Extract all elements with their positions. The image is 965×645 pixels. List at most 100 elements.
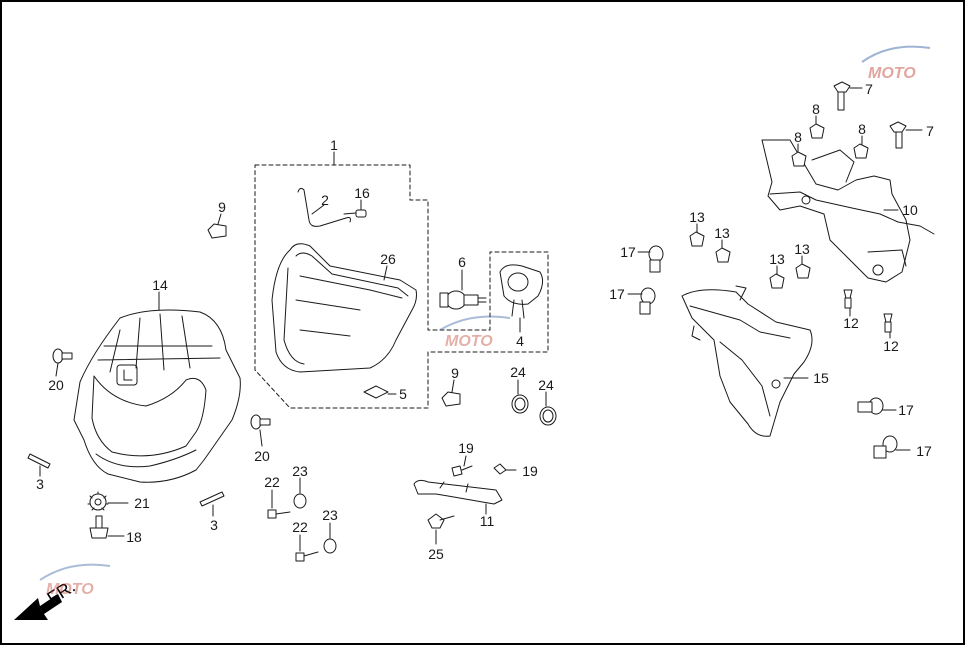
callout-23b: 23	[322, 507, 338, 523]
callout-3a: 3	[36, 476, 44, 492]
part-22-screw-a	[267, 509, 291, 519]
part-11-bracket	[413, 479, 503, 505]
part-7-bolt-b	[889, 121, 907, 149]
svg-text:MOTO: MOTO	[868, 65, 916, 82]
part-13-nut-c	[769, 273, 785, 289]
callout-22a: 22	[264, 474, 280, 490]
callout-24a: 24	[510, 364, 526, 380]
svg-text:MOTO: MOTO	[46, 581, 94, 598]
part-23-washer-a	[293, 493, 307, 509]
part-3-pin-a	[27, 453, 51, 469]
part-17-grommet-d	[873, 435, 898, 459]
part-2-wire-clip	[297, 187, 351, 227]
part-3-pin-b	[199, 491, 225, 507]
part-24-ring-a	[511, 394, 529, 414]
callout-17c: 17	[898, 402, 914, 418]
part-23-washer-b	[323, 538, 337, 554]
part-19-screw-a	[451, 465, 473, 477]
part-16-screw	[343, 209, 367, 218]
callout-14: 14	[152, 277, 168, 293]
callout-20b: 20	[254, 448, 270, 464]
callout-21: 21	[134, 495, 150, 511]
callout-20a: 20	[48, 377, 64, 393]
leader-26	[383, 265, 388, 281]
callout-25: 25	[428, 546, 444, 562]
part-8-nut-b	[791, 151, 807, 167]
part-5-nut	[363, 385, 389, 399]
callout-17b: 17	[609, 286, 625, 302]
callout-2: 2	[321, 192, 329, 208]
part-13-nut-a	[689, 231, 705, 247]
part-17-grommet-c	[857, 397, 884, 415]
leader-20b	[259, 429, 263, 447]
part-6-bulb	[439, 290, 487, 310]
callout-6: 6	[458, 254, 466, 270]
callout-13a: 13	[689, 209, 705, 225]
part-26-headlight-lens	[271, 243, 417, 373]
part-25-bolt	[427, 513, 455, 529]
part-8-nut-a	[809, 123, 825, 139]
part-7-bolt-a	[833, 81, 851, 111]
leader-20a	[55, 362, 59, 377]
callout-18: 18	[126, 529, 142, 545]
callout-1: 1	[330, 137, 338, 153]
part-13-nut-b	[715, 247, 731, 263]
part-17-grommet-b	[639, 287, 656, 315]
callout-7a: 7	[865, 81, 873, 97]
callout-23a: 23	[292, 463, 308, 479]
part-15-meter-housing	[681, 285, 813, 437]
leader-2	[311, 204, 325, 215]
callout-11: 11	[480, 513, 495, 529]
callout-8a: 8	[812, 101, 820, 117]
leader-9a	[217, 213, 222, 225]
callout-13d: 13	[794, 241, 810, 257]
part-20-grommet-b	[250, 414, 271, 430]
part-9-clip-a	[207, 223, 227, 239]
part-24-ring-b	[539, 406, 557, 426]
callout-19a: 19	[458, 440, 474, 456]
watermark-logo-bottom-left: MOTO	[39, 563, 111, 598]
part-12-pin-b	[883, 313, 893, 333]
callout-17d: 17	[916, 443, 932, 459]
callout-13b: 13	[714, 225, 730, 241]
part-8-nut-c	[853, 143, 869, 159]
part-10-bracket-frame	[761, 139, 935, 283]
callout-3b: 3	[210, 517, 218, 533]
callout-8b: 8	[794, 129, 802, 145]
callout-9a: 9	[218, 199, 226, 215]
part-4-socket	[499, 264, 544, 319]
callout-10: 10	[902, 202, 918, 218]
svg-text:MOTO: MOTO	[445, 333, 493, 350]
callout-17a: 17	[620, 244, 636, 260]
callout-19b: 19	[522, 463, 538, 479]
assembly-group-outline	[254, 164, 549, 409]
leader-9b	[451, 379, 455, 393]
part-17-grommet-a	[648, 245, 664, 273]
part-18-bolt	[89, 515, 109, 539]
part-19-screw-b	[493, 463, 517, 475]
leader-19a	[463, 455, 467, 467]
callout-12a: 12	[843, 315, 859, 331]
part-12-pin-a	[843, 289, 853, 309]
part-22-screw-b	[295, 551, 319, 562]
part-9-clip-b	[441, 391, 461, 407]
callout-24b: 24	[538, 377, 554, 393]
callout-13c: 13	[769, 251, 785, 267]
part-21-gear-nut	[87, 491, 109, 511]
callout-9b: 9	[451, 365, 459, 381]
callout-15: 15	[813, 370, 829, 386]
callout-7b: 7	[926, 123, 934, 139]
callout-12b: 12	[883, 338, 899, 354]
callout-5: 5	[399, 386, 407, 402]
callout-4: 4	[516, 333, 524, 349]
callout-26: 26	[380, 251, 396, 267]
callout-16: 16	[354, 185, 370, 201]
part-14-headlight-cowl	[73, 309, 241, 483]
part-13-nut-d	[795, 263, 811, 279]
front-direction-arrow	[14, 594, 62, 620]
part-20-grommet-a	[52, 348, 73, 364]
watermark-logo-center: MOTO	[439, 315, 511, 350]
watermark-logo-top-right: MOTO	[861, 45, 931, 82]
